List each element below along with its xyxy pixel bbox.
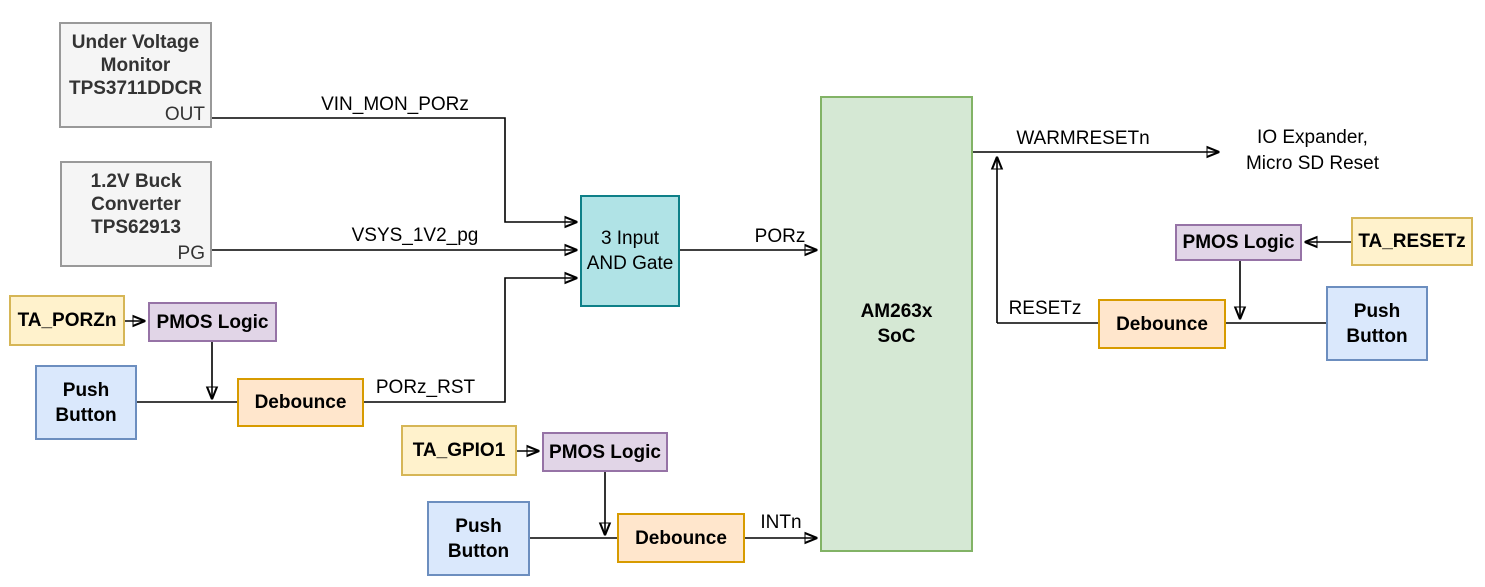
signal-label-porz-rst: PORz_RST <box>375 377 476 398</box>
signal-label-vin-mon-porz: VIN_MON_PORz <box>321 94 469 115</box>
block-debounce-mid: Debounce <box>617 513 745 563</box>
wire-porz-rst <box>364 278 576 403</box>
signal-label-intn: INTn <box>760 512 802 533</box>
pin-out: OUT <box>164 104 205 125</box>
signal-label-vsys-1v2-pg: VSYS_1V2_pg <box>351 225 479 246</box>
signal-label-warmresetn: WARMRESETn <box>1016 128 1150 149</box>
block-ta-gpio1: TA_GPIO1 <box>401 425 517 476</box>
block-pmos-logic-left-label: PMOS Logic <box>156 311 269 333</box>
block-debounce-right: Debounce <box>1098 299 1226 349</box>
signal-label-io-expander: IO Expander, Micro SD Reset <box>1245 127 1380 174</box>
signal-label-resetz: RESETz <box>1008 298 1082 319</box>
block-pmos-logic-right-label: PMOS Logic <box>1182 232 1295 253</box>
block-and-gate-label: 3 Input AND Gate <box>586 228 674 274</box>
block-push-button-mid-label: Push Button <box>447 515 510 562</box>
block-debounce-left: Debounce <box>237 378 364 427</box>
block-pmos-logic-right: PMOS Logic <box>1175 224 1302 261</box>
block-buck-converter: 1.2V Buck Converter TPS62913 PG <box>60 161 212 267</box>
block-ta-resetz: TA_RESETz <box>1351 217 1473 266</box>
block-buck-converter-label: 1.2V Buck Converter TPS62913 <box>90 171 182 238</box>
block-and-gate: 3 Input AND Gate <box>580 195 680 307</box>
block-am263x-soc: AM263x SoC <box>820 96 973 552</box>
signal-label-porz: PORz <box>754 226 806 247</box>
block-push-button-right: Push Button <box>1326 286 1428 361</box>
block-ta-porzn-label: TA_PORZn <box>17 310 117 331</box>
block-push-button-right-label: Push Button <box>1346 300 1408 347</box>
block-push-button-mid: Push Button <box>427 501 530 576</box>
block-push-button-left: Push Button <box>35 365 137 440</box>
block-am263x-soc-label: AM263x SoC <box>860 301 933 347</box>
block-ta-resetz-label: TA_RESETz <box>1358 231 1466 252</box>
block-ta-porzn: TA_PORZn <box>9 295 125 346</box>
block-debounce-mid-label: Debounce <box>635 527 727 549</box>
block-pmos-logic-mid-label: PMOS Logic <box>549 441 661 463</box>
wire-vin-mon-porz <box>212 117 576 222</box>
block-pmos-logic-left: PMOS Logic <box>148 302 277 342</box>
pin-pg: PG <box>177 243 205 264</box>
block-debounce-left-label: Debounce <box>254 392 347 413</box>
block-ta-gpio1-label: TA_GPIO1 <box>412 440 506 461</box>
block-under-voltage-monitor: Under Voltage Monitor TPS3711DDCR OUT <box>59 22 212 128</box>
block-debounce-right-label: Debounce <box>1116 313 1208 335</box>
block-pmos-logic-mid: PMOS Logic <box>542 432 668 472</box>
block-push-button-left-label: Push Button <box>55 379 117 426</box>
block-under-voltage-monitor-label: Under Voltage Monitor TPS3711DDCR <box>68 32 203 99</box>
